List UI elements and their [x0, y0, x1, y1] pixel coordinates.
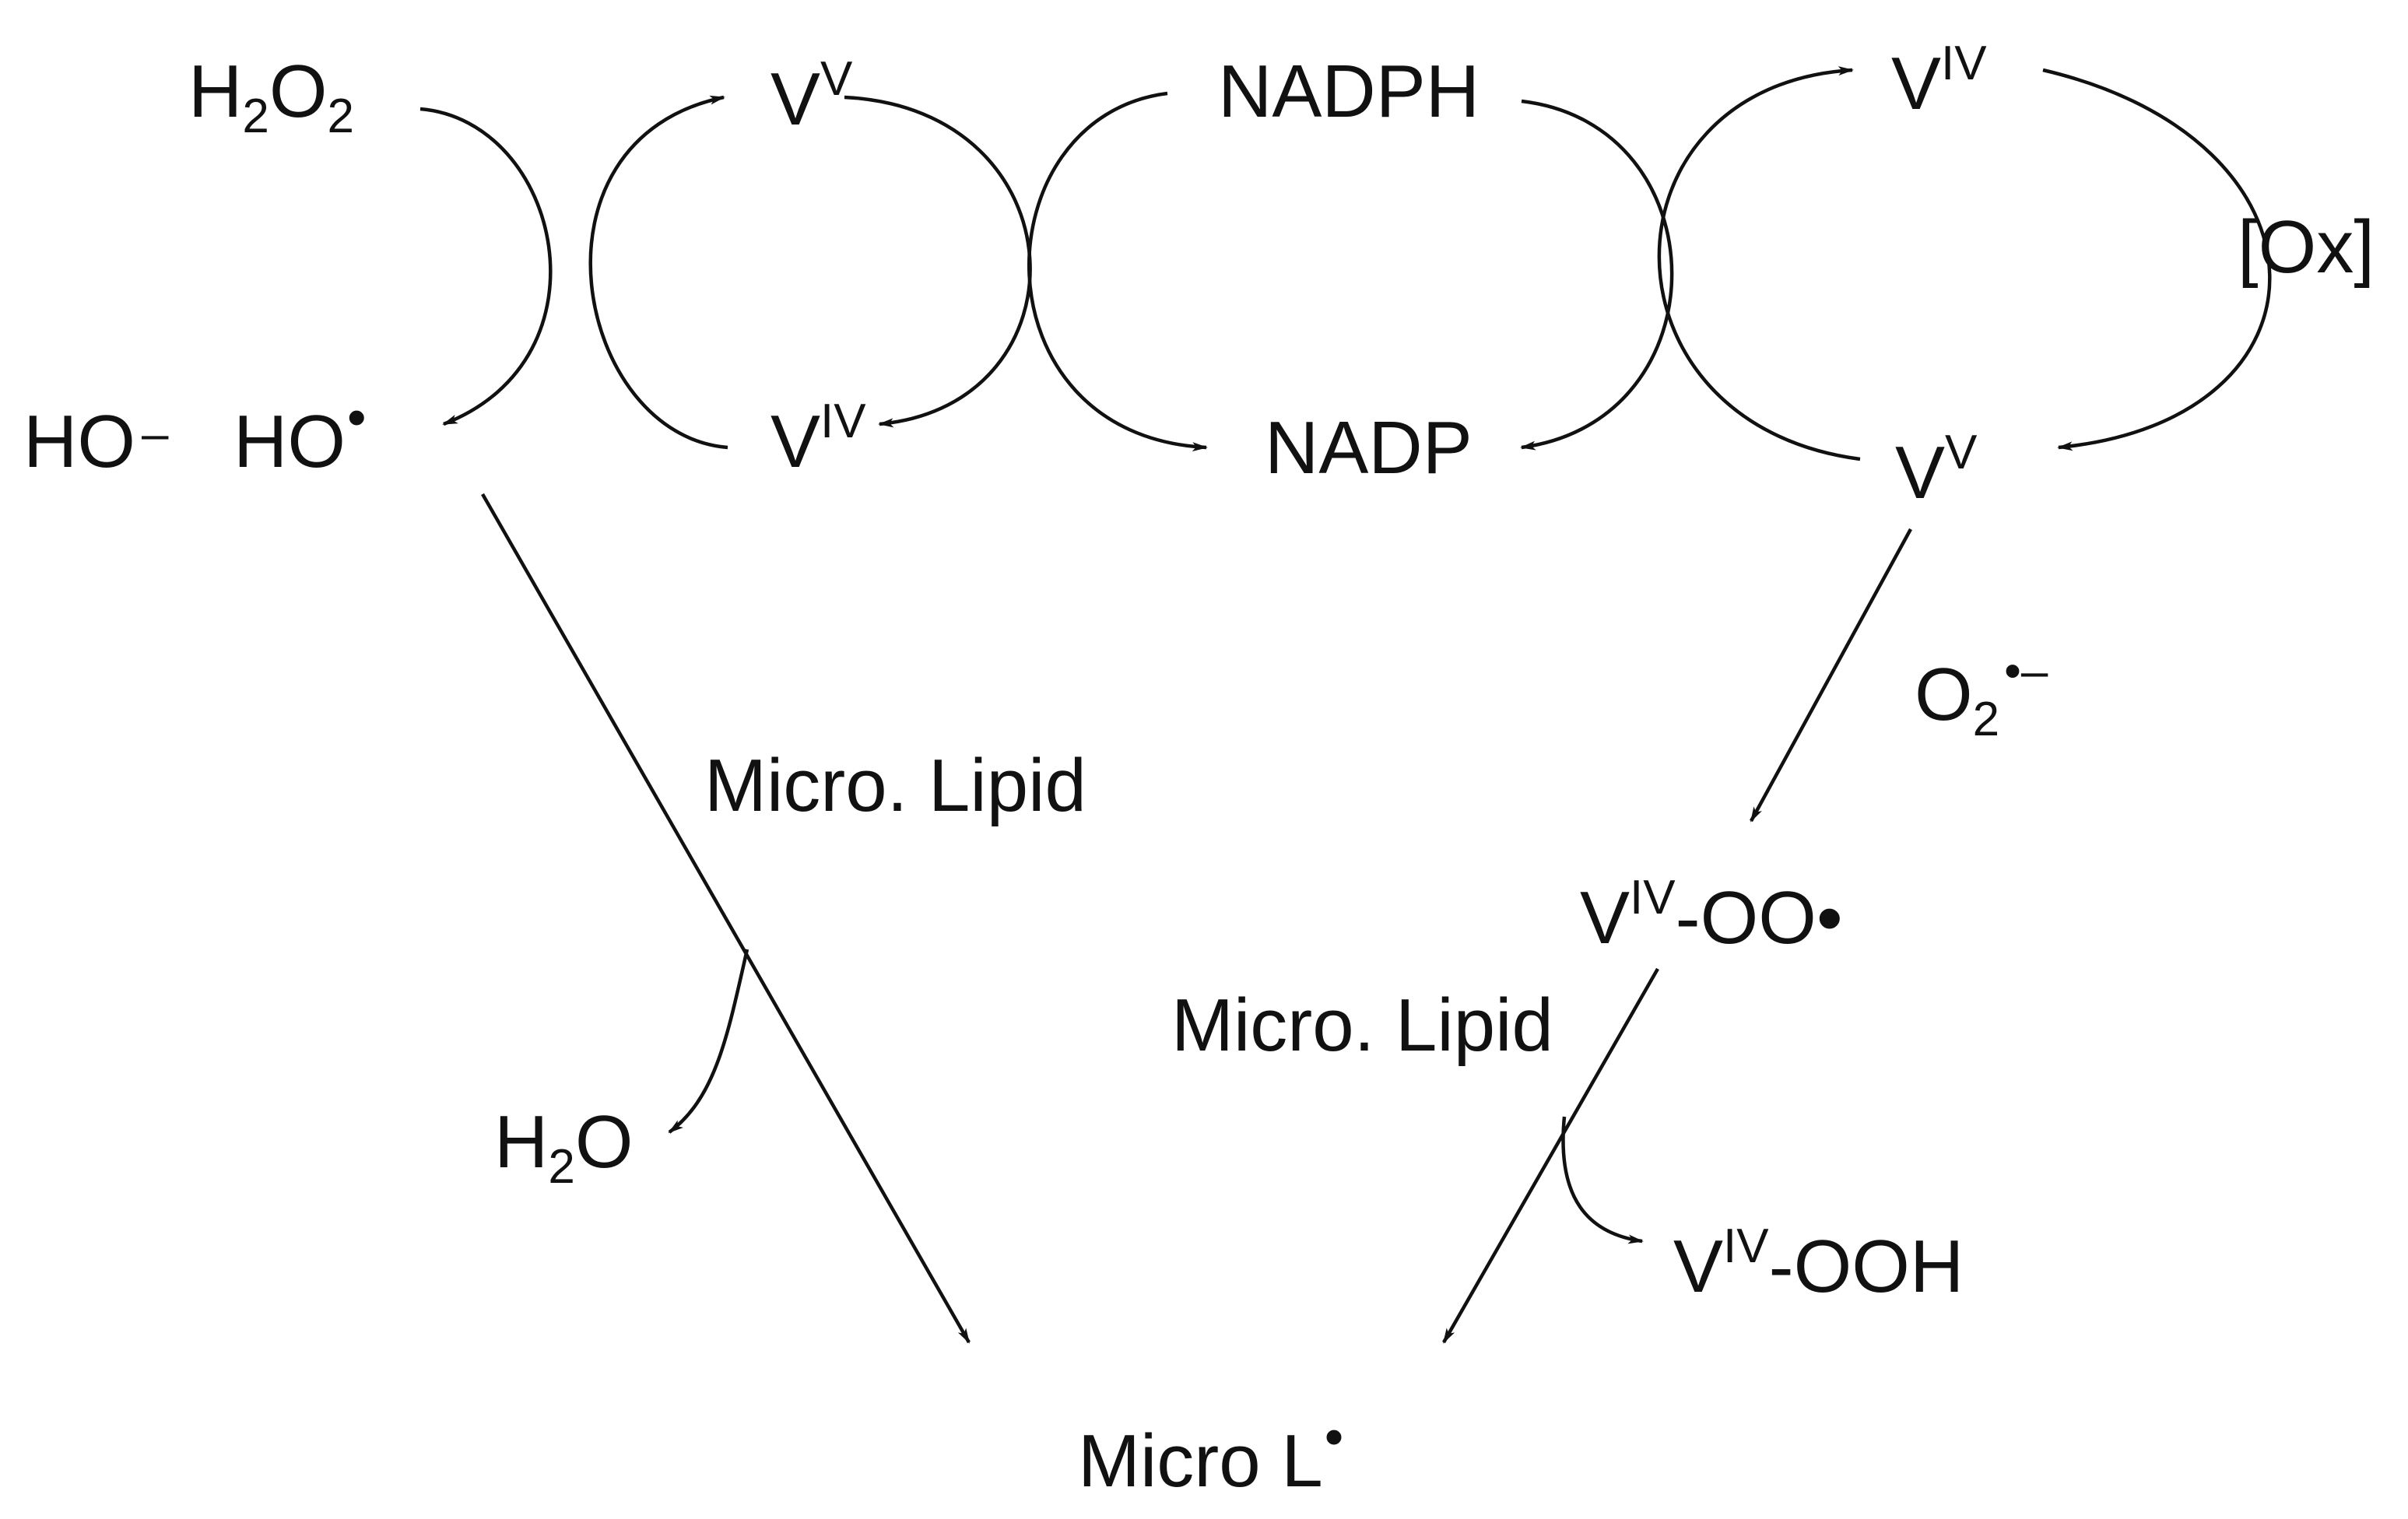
label-nadp: NADP	[1265, 406, 1473, 489]
arrow-nadph-to-nadp-left	[1027, 91, 1208, 452]
arrow-h2o2-to-hydroxyl	[419, 107, 553, 426]
arrow-v4-to-v5-left	[588, 95, 728, 450]
label-h2o2: H2O2	[188, 50, 354, 143]
label-micro-lipid-left: Micro. Lipid	[704, 744, 1086, 827]
label-vanadium-iv-bottom: VIV	[770, 395, 866, 483]
arrow-hydroxyl-to-micro-l	[481, 493, 971, 1344]
label-vanadium-v-right: VV	[1895, 426, 1978, 514]
arrow-oxidation	[2042, 68, 2272, 451]
arrow-peroxyl-to-micro-l	[1442, 967, 1659, 1344]
arrow-branch-to-hydroperoxide	[1561, 1116, 1644, 1244]
arrow-branch-to-water	[668, 949, 749, 1134]
label-vanadium-v-top: VV	[770, 52, 853, 141]
label-water: H2O	[494, 1100, 633, 1194]
label-micro-l-radical: Micro L•	[1078, 1406, 1343, 1503]
label-vanadium-iv-top-right: VIV	[1891, 37, 1987, 125]
label-vanadium-peroxyl: VIV-OO•	[1580, 871, 1843, 959]
label-hydroxyl-radical: HO•	[233, 387, 367, 483]
arrow-nadph-to-nadp-right	[1520, 99, 1674, 451]
label-oxidant: [Ox]	[2238, 205, 2375, 289]
arrow-v5-to-peroxyl	[1750, 528, 1912, 823]
label-superoxide: O2•–	[1915, 644, 2048, 746]
arrow-v5-to-v4-right	[1657, 66, 1861, 461]
label-vanadium-hydroperoxide: VIV-OOH	[1673, 1219, 1964, 1308]
label-nadph: NADPH	[1218, 50, 1480, 133]
label-micro-lipid-right: Micro. Lipid	[1171, 984, 1553, 1067]
label-hydroxide: HO–	[23, 400, 169, 483]
arrow-v5-to-v4-left	[844, 95, 1032, 428]
